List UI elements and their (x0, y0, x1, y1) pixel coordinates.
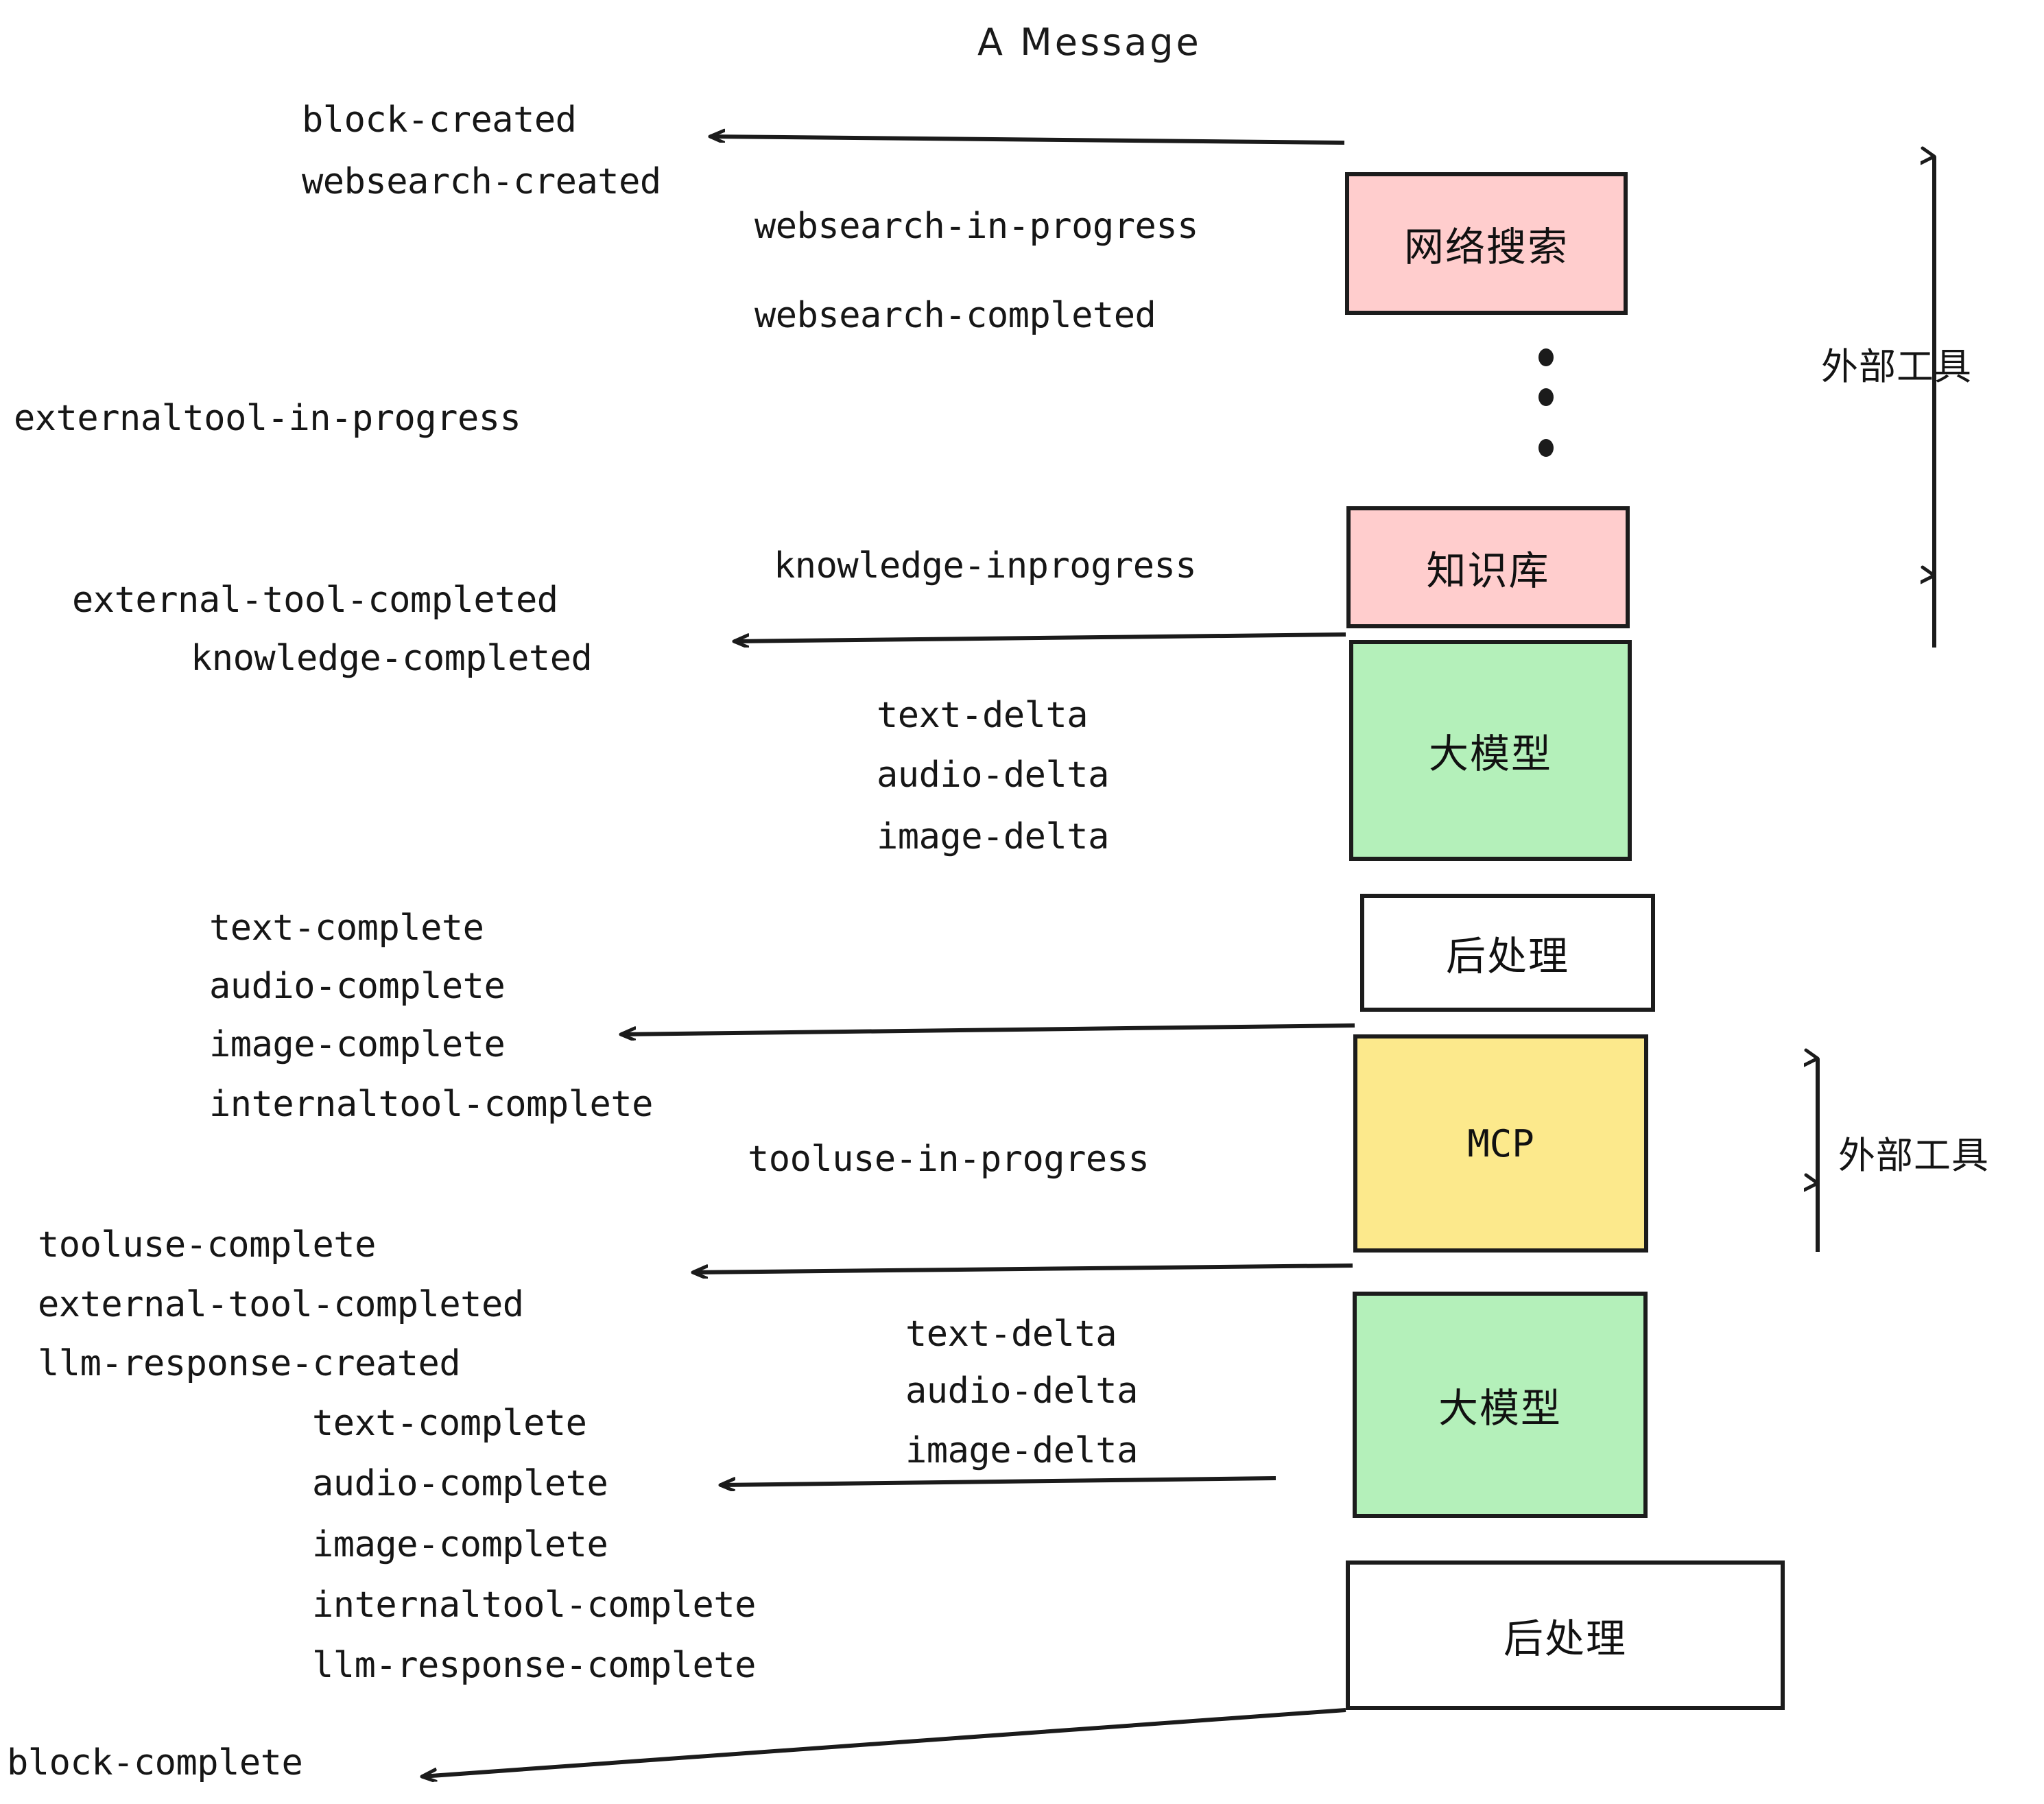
diagram-title: A Message (977, 21, 1202, 64)
event-image-delta-2: image-delta (905, 1430, 1138, 1471)
arrow-tooluse-complete (693, 1263, 1353, 1272)
event-audio-complete-2: audio-complete (312, 1463, 608, 1504)
node-mcp-label: MCP (1467, 1121, 1534, 1165)
event-websearch-completed: websearch-completed (754, 295, 1156, 336)
node-websearch-label: 网络搜索 (1403, 224, 1569, 270)
event-text-delta-2: text-delta (905, 1314, 1117, 1355)
node-llm-1[interactable]: 大模型 (1349, 640, 1632, 861)
node-llm-2[interactable]: 大模型 (1353, 1292, 1648, 1518)
node-knowledge-label: 知识库 (1426, 547, 1550, 594)
arrow-image-complete (621, 1023, 1355, 1034)
ellipsis-dot-2 (1538, 388, 1554, 406)
node-mcp[interactable]: MCP (1353, 1034, 1648, 1253)
node-postprocess-1[interactable]: 后处理 (1360, 894, 1655, 1012)
event-external-tool-completed-1: external-tool-completed (72, 580, 558, 621)
event-block-complete: block-complete (7, 1742, 303, 1783)
event-internaltool-complete-1: internaltool-complete (209, 1084, 653, 1125)
arrow-websearch-created (710, 137, 1345, 145)
event-audio-complete-1: audio-complete (209, 966, 506, 1007)
event-audio-delta-1: audio-delta (877, 755, 1109, 796)
arrow-audio-complete (720, 1476, 1276, 1485)
event-tooluse-in-progress: tooluse-in-progress (748, 1139, 1150, 1180)
event-externaltool-in-progress: externaltool-in-progress (14, 398, 521, 439)
arrow-knowledge-completed (734, 632, 1346, 641)
event-image-complete-2: image-complete (312, 1524, 608, 1565)
event-text-delta-1: text-delta (877, 695, 1089, 736)
side-label-external-tool-top: 外部工具 (1821, 345, 1972, 388)
side-label-external-tool-bottom: 外部工具 (1838, 1134, 1989, 1177)
event-llm-response-complete: llm-response-complete (312, 1645, 756, 1686)
arrow-block-complete (422, 1708, 1346, 1777)
event-external-tool-completed-2: external-tool-completed (38, 1284, 524, 1325)
node-postprocess-1-label: 后处理 (1445, 933, 1569, 980)
event-internaltool-complete-2: internaltool-complete (312, 1585, 756, 1626)
node-postprocess-2-label: 后处理 (1503, 1615, 1627, 1662)
event-block-created: block-created (302, 99, 577, 141)
event-llm-response-created: llm-response-created (38, 1343, 461, 1384)
event-image-complete-1: image-complete (209, 1024, 506, 1065)
event-audio-delta-2: audio-delta (905, 1370, 1138, 1412)
event-knowledge-completed: knowledge-completed (191, 638, 593, 679)
event-image-delta-1: image-delta (877, 816, 1109, 857)
node-llm-2-label: 大模型 (1438, 1385, 1562, 1432)
event-websearch-in-progress: websearch-in-progress (754, 206, 1198, 247)
node-knowledge[interactable]: 知识库 (1346, 506, 1630, 628)
event-knowledge-inprogress: knowledge-inprogress (774, 545, 1197, 586)
node-websearch[interactable]: 网络搜索 (1345, 172, 1628, 315)
node-postprocess-2[interactable]: 后处理 (1346, 1560, 1785, 1710)
event-tooluse-complete: tooluse-complete (38, 1224, 376, 1266)
node-llm-1-label: 大模型 (1428, 731, 1552, 777)
event-websearch-created: websearch-created (302, 161, 661, 202)
event-text-complete-2: text-complete (312, 1403, 587, 1444)
ellipsis-dot-3 (1538, 439, 1554, 457)
ellipsis-dot-1 (1538, 348, 1554, 366)
event-text-complete-1: text-complete (209, 907, 484, 949)
